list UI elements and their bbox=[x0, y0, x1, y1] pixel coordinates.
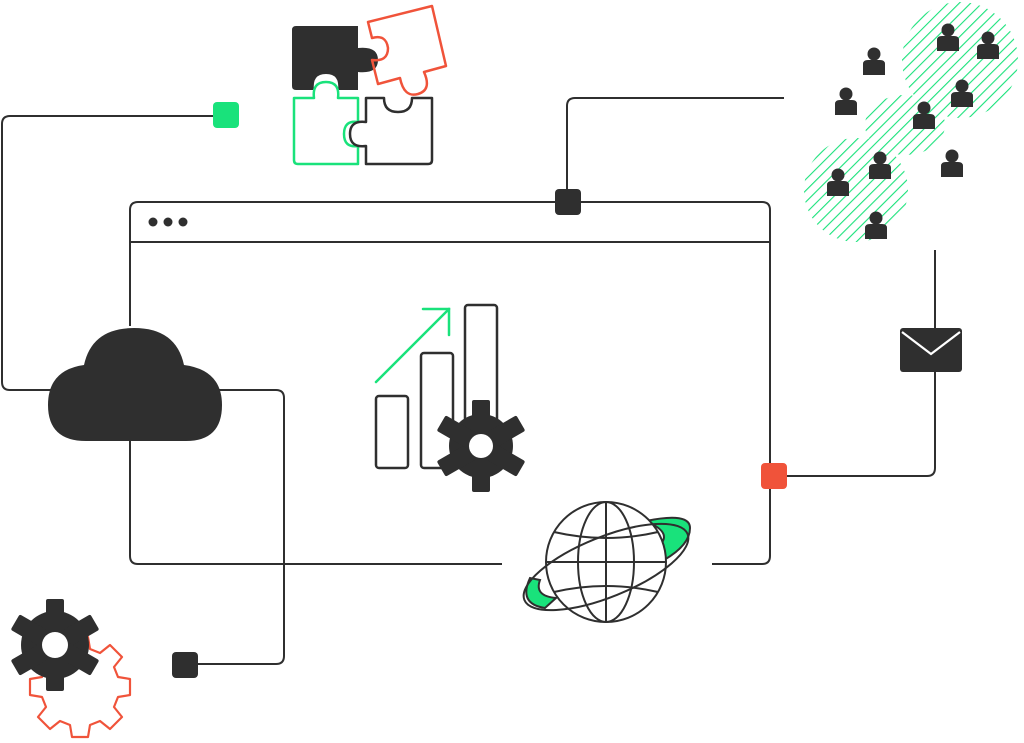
connector-line-cloud-left bbox=[1, 115, 214, 391]
globe-icon bbox=[522, 501, 692, 623]
envelope-icon bbox=[900, 328, 962, 372]
cloud-icon bbox=[48, 328, 222, 441]
user-group-icon bbox=[804, 2, 1018, 242]
gear-small-icon bbox=[11, 599, 99, 691]
trend-arrow-icon bbox=[374, 307, 451, 384]
connector-node-bottom bbox=[172, 652, 198, 678]
connector-line-top bbox=[566, 97, 784, 190]
connector-node-green bbox=[213, 102, 239, 128]
gear-icon bbox=[437, 400, 525, 492]
window-dots bbox=[148, 217, 188, 227]
puzzle-icon bbox=[292, 4, 448, 166]
browser-window-icon bbox=[129, 201, 771, 565]
connector-node-orange bbox=[761, 463, 787, 489]
connector-node-top bbox=[555, 189, 581, 215]
connector-line-cloud-bottom bbox=[198, 389, 285, 665]
connector-line-envelope bbox=[786, 250, 936, 477]
connector-lines bbox=[1, 97, 936, 665]
